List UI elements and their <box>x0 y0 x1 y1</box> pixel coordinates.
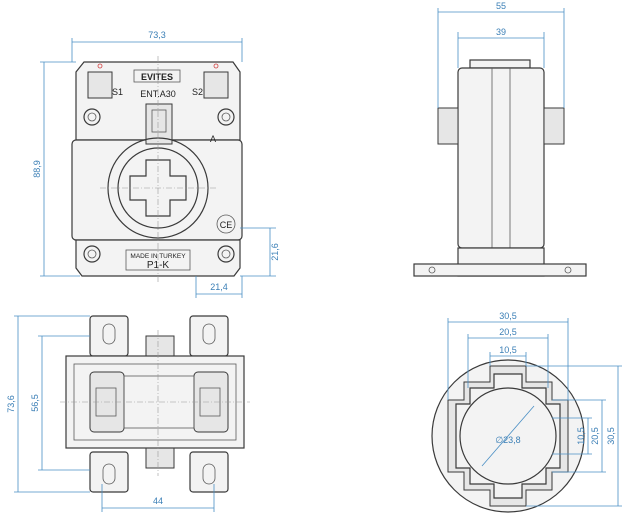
side-foot-hole-left <box>428 266 436 274</box>
front-dimensions: 73,3 88,9 21,6 21,4 <box>32 30 280 298</box>
side-foot <box>413 263 587 277</box>
dim-side-outer-text: 55 <box>496 1 506 11</box>
clip-bottom <box>145 447 175 469</box>
aperture-dimensions: 30,5 20,5 10,5 10,5 20,5 30,5 <box>447 311 622 507</box>
dim-bottom-text: 21,4 <box>210 282 228 292</box>
foot-slot-bl <box>102 463 116 485</box>
made-in-label: MADE IN TURKEY <box>130 253 186 260</box>
terminal-s1-label: S1 <box>112 87 123 97</box>
dim-width-text: 73,3 <box>148 30 166 40</box>
dim-bottom-inner-text: 56,5 <box>30 394 40 412</box>
brand-label: EVITES <box>141 72 173 82</box>
foot-slot-br <box>202 463 216 485</box>
brand-plate <box>133 69 181 83</box>
center-clip <box>145 103 173 145</box>
aperture-bore <box>459 387 557 485</box>
foot-slot-tl <box>102 323 116 345</box>
front-view: CE EVITES S1 S2 ENT.A30 A MADE IN TURKEY… <box>71 56 243 282</box>
dim-bottom-width-text: 44 <box>153 496 163 506</box>
side-view <box>413 59 587 277</box>
dim-right-text: 21,6 <box>270 243 280 261</box>
dim-ap-h2-text: 20,5 <box>499 327 517 337</box>
bottom-view <box>60 315 250 493</box>
dim-diameter-line <box>481 405 535 467</box>
side-dimensions: 55 39 <box>437 1 565 108</box>
terminal-window-left <box>87 71 113 99</box>
screw-bottom-left <box>83 245 101 263</box>
red-marker-left <box>97 63 103 69</box>
dim-side-inner-text: 39 <box>496 27 506 37</box>
screw-top-right <box>217 108 235 126</box>
dim-diameter-text: ∅23,8 <box>495 435 520 445</box>
dim-ap-v1-text: 10,5 <box>576 427 586 445</box>
side-terminal-left <box>437 107 459 145</box>
terminal-s2-label: S2 <box>192 87 203 97</box>
terminal-window-right <box>203 71 229 99</box>
dim-ap-v2-text: 20,5 <box>590 427 600 445</box>
foot-slot-tr <box>202 323 216 345</box>
center-clip-inner <box>151 109 167 133</box>
screw-bottom-right <box>217 245 235 263</box>
screw-top-right-inner <box>221 112 231 122</box>
ce-circle <box>216 214 236 234</box>
aperture-view: ∅23,8 <box>431 359 585 513</box>
dim-ap-h1-text: 30,5 <box>499 311 517 321</box>
side-housing <box>457 67 545 249</box>
screw-bottom-left-inner <box>87 249 97 259</box>
dim-bottom-height-text: 73,6 <box>6 395 16 413</box>
side-foot-hole-right <box>564 266 572 274</box>
foot-top-left <box>89 315 129 357</box>
point-a-label: A <box>210 134 216 144</box>
red-marker-right <box>213 63 219 69</box>
dim-height-text: 88,9 <box>32 160 42 178</box>
foot-bottom-left <box>89 451 129 493</box>
foot-bottom-right <box>189 451 229 493</box>
screw-top-left <box>83 108 101 126</box>
foot-top-right <box>189 315 229 357</box>
clip-top <box>145 335 175 357</box>
ce-mark: CE <box>220 220 233 230</box>
dim-ap-v3-text: 30,5 <box>606 427 616 445</box>
side-top-clip <box>469 59 531 69</box>
bottom-dimensions: 73,6 56,5 44 <box>6 315 215 512</box>
screw-top-left-inner <box>87 112 97 122</box>
dim-ap-h3-text: 10,5 <box>499 345 517 355</box>
screw-bottom-right-inner <box>221 249 231 259</box>
side-terminal-right <box>543 107 565 145</box>
